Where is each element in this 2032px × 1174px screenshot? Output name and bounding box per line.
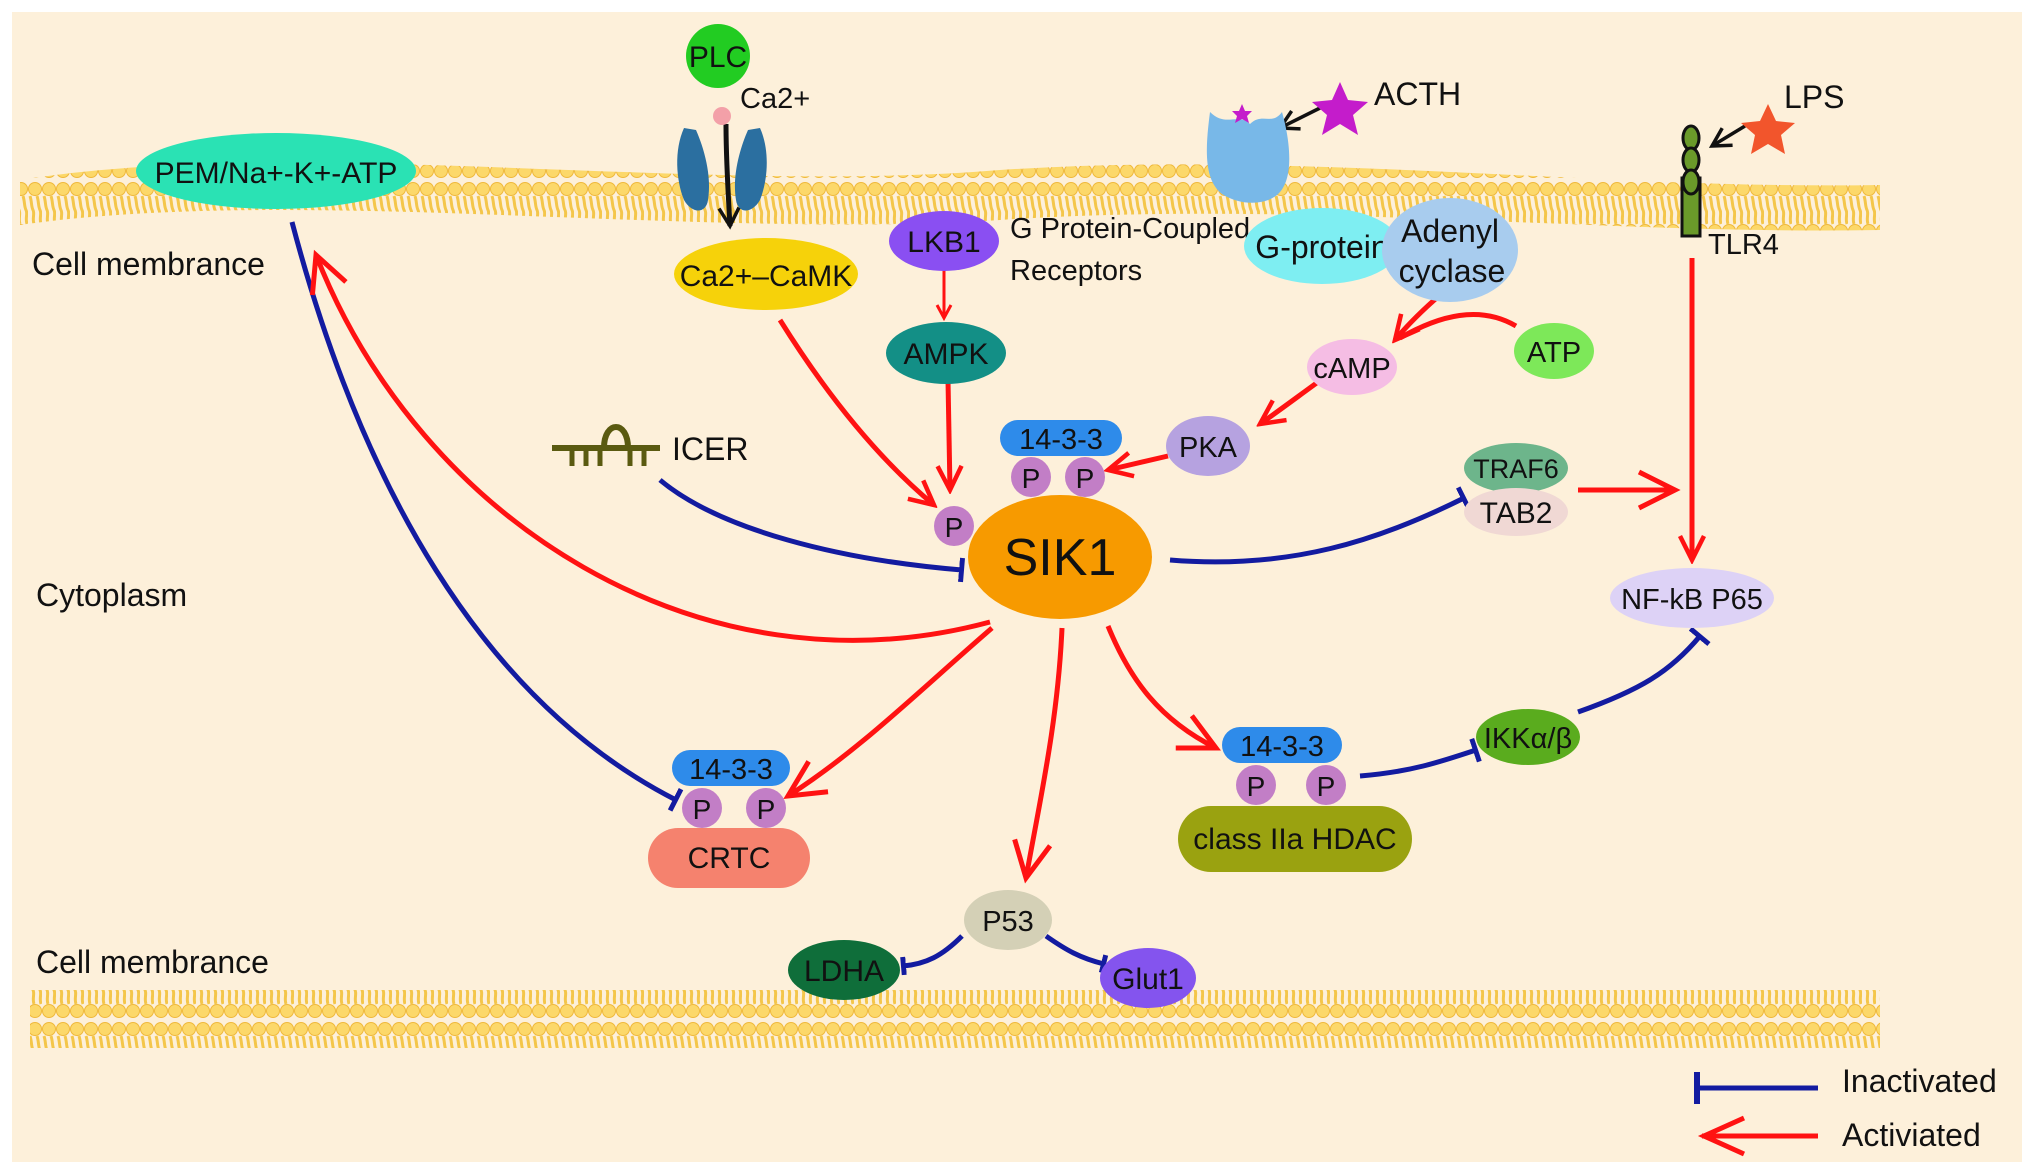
bottom-membrane xyxy=(30,990,1880,1048)
sik1-label: SIK1 xyxy=(1004,529,1117,587)
hdac-p-label-1: P xyxy=(1247,771,1266,802)
sik1-phospho-complex: 14-3-3 P P xyxy=(1000,420,1122,497)
gpcr-label-line1: G Protein-Coupled xyxy=(1010,213,1250,245)
sik1-node: SIK1 P xyxy=(934,495,1152,619)
traf6-label: TRAF6 xyxy=(1473,454,1559,484)
ikk-inhibits-nfkb xyxy=(1577,626,1711,715)
acth-bound-star-icon xyxy=(1232,104,1252,123)
p53-node: P53 xyxy=(964,890,1052,950)
crtc-label: CRTC xyxy=(688,842,771,875)
sik1-activates-pem xyxy=(309,249,991,643)
pka-phosphorylates-sik1 xyxy=(1108,456,1169,470)
glut1-label: Glut1 xyxy=(1112,963,1184,996)
crtc-complex: 14-3-3 P P CRTC xyxy=(648,750,810,888)
lps-star-icon xyxy=(1741,104,1795,154)
tlr4-receptor xyxy=(1680,124,1702,238)
lkb1-node: LKB1 xyxy=(889,211,999,271)
acth-star-icon xyxy=(1312,82,1368,135)
adenyl-label-line1: Adenyl xyxy=(1401,213,1499,249)
crtc-1433-label: 14-3-3 xyxy=(689,754,773,786)
adenyl-cyclase-node: Adenyl cyclase xyxy=(1382,198,1518,302)
ampk-label: AMPK xyxy=(903,338,988,371)
calcium-channel xyxy=(677,107,767,211)
ldha-label: LDHA xyxy=(804,955,884,988)
atp-to-camp xyxy=(1398,312,1518,341)
camp-activates-pka xyxy=(1260,379,1320,424)
gprotein-node: G-protein xyxy=(1244,208,1400,284)
pka-label: PKA xyxy=(1179,432,1238,464)
nfkb-label: NF-kB P65 xyxy=(1621,584,1763,616)
sik1-inhibits-traf6 xyxy=(1169,486,1472,565)
lps-label: LPS xyxy=(1784,79,1844,115)
sik1-phosphorylates-hdac xyxy=(1105,625,1221,751)
ampk-node: AMPK xyxy=(886,322,1006,384)
lps-binds-tlr4 xyxy=(1708,124,1746,148)
traf6-tab2-node: TRAF6 TAB2 xyxy=(1464,443,1568,536)
plc-label: PLC xyxy=(689,41,747,74)
tlr4-label: TLR4 xyxy=(1708,229,1779,261)
gprotein-label: G-protein xyxy=(1255,229,1388,265)
membrane-bottom-label: Cell membrance xyxy=(36,944,269,980)
hdac-label: class IIa HDAC xyxy=(1193,823,1396,856)
ampk-activates-sik1 xyxy=(948,379,950,490)
crtc-p-label-1: P xyxy=(693,794,712,825)
tab2-label: TAB2 xyxy=(1480,497,1553,530)
icer-inhibits-sik1 xyxy=(658,478,965,583)
legend-activation-arrowhead xyxy=(1697,1115,1746,1157)
ikk-label: IKKα/β xyxy=(1484,723,1572,755)
gpcr-label-line2: Receptors xyxy=(1010,255,1142,287)
sik1-activates-p53 xyxy=(1012,627,1065,884)
p53-label: P53 xyxy=(982,906,1034,938)
hdac-1433-label: 14-3-3 xyxy=(1240,731,1324,763)
cytoplasm-label: Cytoplasm xyxy=(36,577,187,613)
lkb1-label: LKB1 xyxy=(907,226,980,259)
camp-label: cAMP xyxy=(1313,353,1390,385)
legend-activated-label: Activiated xyxy=(1842,1117,1981,1153)
icer-icon xyxy=(552,424,660,466)
hdac-complex: 14-3-3 P P class IIa HDAC xyxy=(1178,727,1412,872)
sik1-1433-label: 14-3-3 xyxy=(1019,424,1103,456)
ca2-label: Ca2+ xyxy=(740,83,810,115)
icer-label: ICER xyxy=(672,431,748,467)
camk-activates-sik1 xyxy=(777,318,934,505)
sik1-phosphorylates-crtc xyxy=(783,626,994,800)
pka-node: PKA xyxy=(1166,416,1250,476)
hdac-inhibits-ikk xyxy=(1359,737,1482,779)
plc-node: PLC xyxy=(686,24,750,88)
ca-influx-arrow xyxy=(717,123,741,230)
hdac-p-label-2: P xyxy=(1317,771,1336,802)
crtc-p-label-2: P xyxy=(757,794,776,825)
ldha-node: LDHA xyxy=(788,940,900,1000)
legend-inhibition-bar xyxy=(1694,1072,1700,1104)
camp-node: cAMP xyxy=(1307,339,1397,395)
pem-label: PEM/Na+-K+-ATP xyxy=(155,157,398,190)
pem-inhibits-crtc xyxy=(289,221,684,812)
atp-node: ATP xyxy=(1514,323,1594,379)
gpcr-receptor xyxy=(1206,104,1290,203)
sik1-p-label-2: P xyxy=(1076,463,1095,494)
p53-inhibits-ldha xyxy=(900,934,964,976)
nfkb-node: NF-kB P65 xyxy=(1610,568,1774,628)
adenyl-label-line2: cyclase xyxy=(1399,253,1506,289)
membrane-top-label: Cell membrance xyxy=(32,246,265,282)
camk-node: Ca2+–CaMK xyxy=(674,238,858,310)
camk-label: Ca2+–CaMK xyxy=(680,260,853,293)
acth-label: ACTH xyxy=(1374,76,1461,112)
glut1-node: Glut1 xyxy=(1100,948,1196,1008)
ikk-node: IKKα/β xyxy=(1476,709,1580,765)
acth-binds-receptor xyxy=(1276,106,1321,131)
atp-label: ATP xyxy=(1527,337,1581,369)
legend: Inactivated Activiated xyxy=(1694,1063,1997,1157)
pem-node: PEM/Na+-K+-ATP xyxy=(136,133,416,209)
sik1-p-label-1: P xyxy=(1022,463,1041,494)
sik1-p-label-left: P xyxy=(945,512,964,543)
p53-inhibits-glut1 xyxy=(1044,933,1109,974)
legend-inactivated-label: Inactivated xyxy=(1842,1063,1997,1099)
